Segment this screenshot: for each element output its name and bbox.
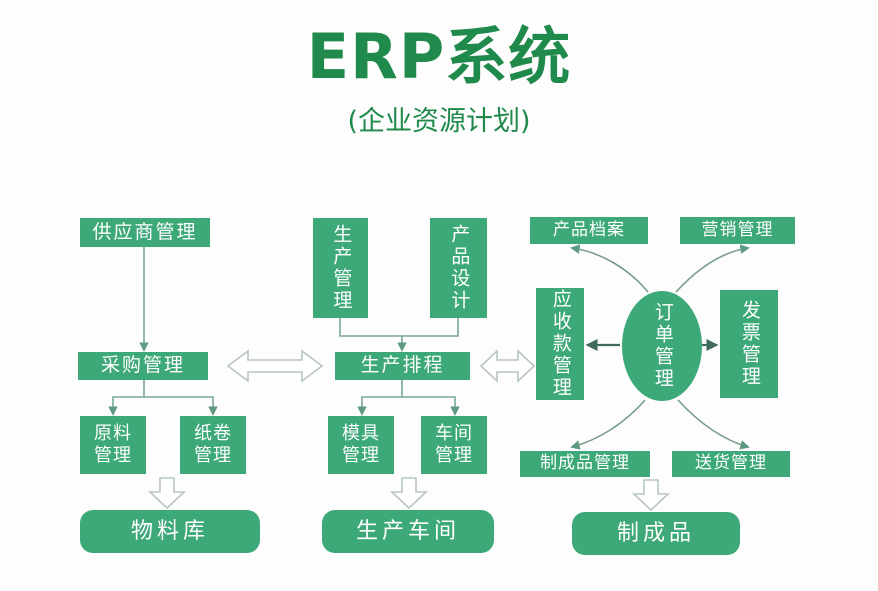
link-finished-to-goods [631,479,671,512]
link-production-to-schedule [339,318,407,352]
link-purchase-split [108,380,145,416]
node-workshop-mgmt[interactable]: 车间 管理 [421,416,487,474]
node-production-workshop[interactable]: 生产车间 [322,510,494,553]
node-production-schedule[interactable]: 生产排程 [335,352,470,380]
link-order-to-marketing [675,244,750,293]
link-design-to-schedule [402,318,459,337]
node-finished-goods[interactable]: 制成品 [572,512,740,555]
node-paperroll-mgmt[interactable]: 纸卷 管理 [180,416,246,474]
node-delivery-mgmt[interactable]: 送货管理 [672,451,790,477]
node-purchase-mgmt[interactable]: 采购管理 [78,352,208,380]
link-purchase-split-right [144,396,218,416]
node-order-mgmt[interactable]: 订单管理 [622,291,702,401]
title-block: ERP系统 (企业资源计划) [0,24,878,138]
link-schedule-split-left [357,380,403,416]
node-production-mgmt[interactable]: 生产管理 [313,218,368,318]
node-product-archive[interactable]: 产品档案 [530,217,648,244]
page-subtitle: (企业资源计划) [347,106,531,138]
link-purchase-schedule-bidir [226,349,324,383]
link-workshop-to-store [389,477,429,510]
node-receivable-mgmt[interactable]: 应收款管理 [536,288,584,400]
node-invoice-mgmt[interactable]: 发票管理 [720,290,778,398]
node-marketing-mgmt[interactable]: 营销管理 [680,217,795,244]
node-material-store[interactable]: 物料库 [80,510,260,553]
node-supplier-mgmt[interactable]: 供应商管理 [80,218,210,247]
link-order-to-delivery [677,399,750,450]
link-materials-to-store [147,477,187,510]
link-order-to-finished-mgmt [570,399,646,450]
page-title: ERP系统 [306,20,572,93]
node-mold-mgmt[interactable]: 模具 管理 [328,416,394,474]
node-material-mgmt[interactable]: 原料 管理 [80,416,146,474]
link-order-to-archive [570,244,649,293]
link-schedule-split-right [402,396,460,416]
link-schedule-receivable-bidir [479,349,536,383]
node-finished-goods-mgmt[interactable]: 制成品管理 [520,451,650,477]
node-product-design[interactable]: 产品设计 [430,218,487,318]
